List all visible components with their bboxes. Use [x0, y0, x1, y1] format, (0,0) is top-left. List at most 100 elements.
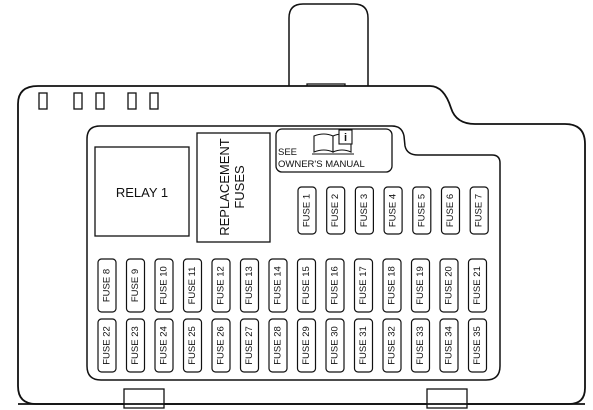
relay-1-label: RELAY 1: [116, 185, 168, 200]
fuse-slot-outline: [410, 318, 431, 373]
fuse-slot-outline: [182, 318, 203, 373]
fuse-slot-outline: [467, 318, 488, 373]
fuse-slot-outline: [383, 186, 403, 235]
fuse-label: FUSE 18: [387, 266, 398, 305]
fuse-slot: FUSE 17: [353, 258, 374, 313]
fuse-slot-outline: [154, 258, 174, 313]
fuse-slot-outline: [469, 186, 489, 235]
fuse-slot-outline: [325, 258, 345, 313]
fuse-label: FUSE 5: [416, 194, 427, 227]
fuse-slot: FUSE 2: [326, 186, 346, 235]
fuse-row-top: FUSE 1 FUSE 2 FUSE 3 FUSE 4 FUSE 5 FUSE 6 FUSE…: [297, 186, 489, 235]
fuse-slot: FUSE 5: [412, 186, 432, 235]
fuse-label: FUSE 14: [273, 266, 284, 305]
fuse-slot: FUSE 8: [97, 258, 117, 313]
fuse-slot-outline: [268, 258, 288, 313]
fuse-label: FUSE 4: [388, 194, 399, 227]
fuse-slot: FUSE 9: [125, 258, 146, 313]
fuse-label: FUSE 26: [216, 326, 227, 365]
fuse-label: FUSE 24: [159, 326, 170, 365]
fuse-slot-outline: [125, 258, 146, 313]
fuse-slot-outline: [296, 318, 317, 373]
fuse-slot: FUSE 34: [439, 318, 459, 373]
fuse-slot-outline: [182, 258, 203, 313]
fuse-slot-outline: [326, 186, 346, 235]
fuse-label: FUSE 13: [244, 266, 255, 305]
fuse-label: FUSE 34: [444, 326, 455, 365]
fuse-slot: FUSE 13: [239, 258, 260, 313]
fuse-slot: FUSE 32: [382, 318, 402, 373]
fuse-label: FUSE 17: [358, 266, 369, 305]
fuse-slot-outline: [296, 258, 317, 313]
fuse-slot: FUSE 16: [325, 258, 345, 313]
fuse-label: FUSE 1: [302, 194, 313, 227]
fuse-row-middle: FUSE 8 FUSE 9 FUSE 10 FUSE 11 FUSE 12 FUSE 13…: [97, 258, 488, 313]
book-info-icon: [312, 129, 354, 155]
fuse-label: FUSE 27: [244, 326, 255, 365]
fuse-label: FUSE 21: [472, 266, 483, 305]
fuse-slot-outline: [239, 258, 260, 313]
fuse-slot: FUSE 31: [353, 318, 374, 373]
fuse-label: FUSE 6: [445, 194, 456, 227]
replacement-label: REPLACEMENT: [217, 138, 232, 236]
fuse-label: FUSE 9: [130, 269, 141, 302]
fuse-label: FUSE 2: [330, 194, 341, 227]
fuse-slot: FUSE 20: [439, 258, 459, 313]
fuse-slot-outline: [382, 258, 402, 313]
fuse-slot: FUSE 11: [182, 258, 203, 313]
fuse-label: FUSE 15: [301, 266, 312, 305]
fuse-slot: FUSE 19: [410, 258, 431, 313]
owners-manual-label: OWNER'S MANUAL: [278, 159, 365, 170]
fuse-slot: FUSE 22: [97, 318, 117, 373]
fuse-label: FUSE 12: [216, 266, 227, 305]
info-i: i: [344, 132, 347, 144]
fuse-slot: FUSE 35: [467, 318, 488, 373]
fuse-slot-outline: [154, 318, 174, 373]
fuse-slot: FUSE 27: [239, 318, 260, 373]
fuse-label: FUSE 19: [415, 266, 426, 305]
fuse-slot: FUSE 1: [297, 186, 317, 235]
fuse-slot: FUSE 10: [154, 258, 174, 313]
fuse-slot-outline: [97, 258, 117, 313]
fuse-label: FUSE 28: [273, 326, 284, 365]
fuse-slot-outline: [467, 258, 488, 313]
fuse-label: FUSE 23: [130, 326, 141, 365]
fuse-slot: FUSE 3: [354, 186, 374, 235]
fuse-slot-outline: [410, 258, 431, 313]
fuse-slot-outline: [211, 318, 231, 373]
fuse-slot-outline: [239, 318, 260, 373]
fuse-label: FUSE 25: [187, 326, 198, 365]
fuse-label: FUSE 31: [358, 326, 369, 365]
fuse-slot: FUSE 6: [440, 186, 461, 235]
replacement-fuses-box: [196, 132, 271, 243]
fuse-slot: FUSE 29: [296, 318, 317, 373]
fuses-label: FUSES: [232, 165, 247, 209]
fuse-label: FUSE 11: [187, 267, 198, 305]
fuse-slot: FUSE 21: [467, 258, 488, 313]
fuse-slot-outline: [353, 318, 374, 373]
fuse-slot: FUSE 15: [296, 258, 317, 313]
fuse-label: FUSE 7: [474, 194, 485, 227]
fuse-slot-outline: [268, 318, 288, 373]
fuse-slot: FUSE 24: [154, 318, 174, 373]
fuse-label: FUSE 16: [330, 266, 341, 305]
fuse-slot: FUSE 25: [182, 318, 203, 373]
fuse-slot: FUSE 30: [325, 318, 345, 373]
see-label: SEE: [278, 147, 297, 158]
fuse-label: FUSE 35: [472, 326, 483, 365]
fuse-row-bottom: FUSE 22 FUSE 23 FUSE 24 FUSE 25 FUSE 26 FUSE …: [97, 318, 488, 373]
fuse-slot: FUSE 33: [410, 318, 431, 373]
fuse-label: FUSE 29: [301, 326, 312, 365]
top-clips: [38, 92, 159, 110]
fuse-label: FUSE 10: [159, 266, 170, 305]
fuse-label: FUSE 32: [387, 326, 398, 365]
fuse-slot-outline: [297, 186, 317, 235]
relay-1-box: [94, 146, 190, 237]
fuse-slot-outline: [440, 186, 461, 235]
fuse-slot: FUSE 23: [125, 318, 146, 373]
fuse-slot: FUSE 4: [383, 186, 403, 235]
fuse-slot-outline: [354, 186, 374, 235]
top-tab: [288, 3, 369, 86]
fuse-slot: FUSE 26: [211, 318, 231, 373]
